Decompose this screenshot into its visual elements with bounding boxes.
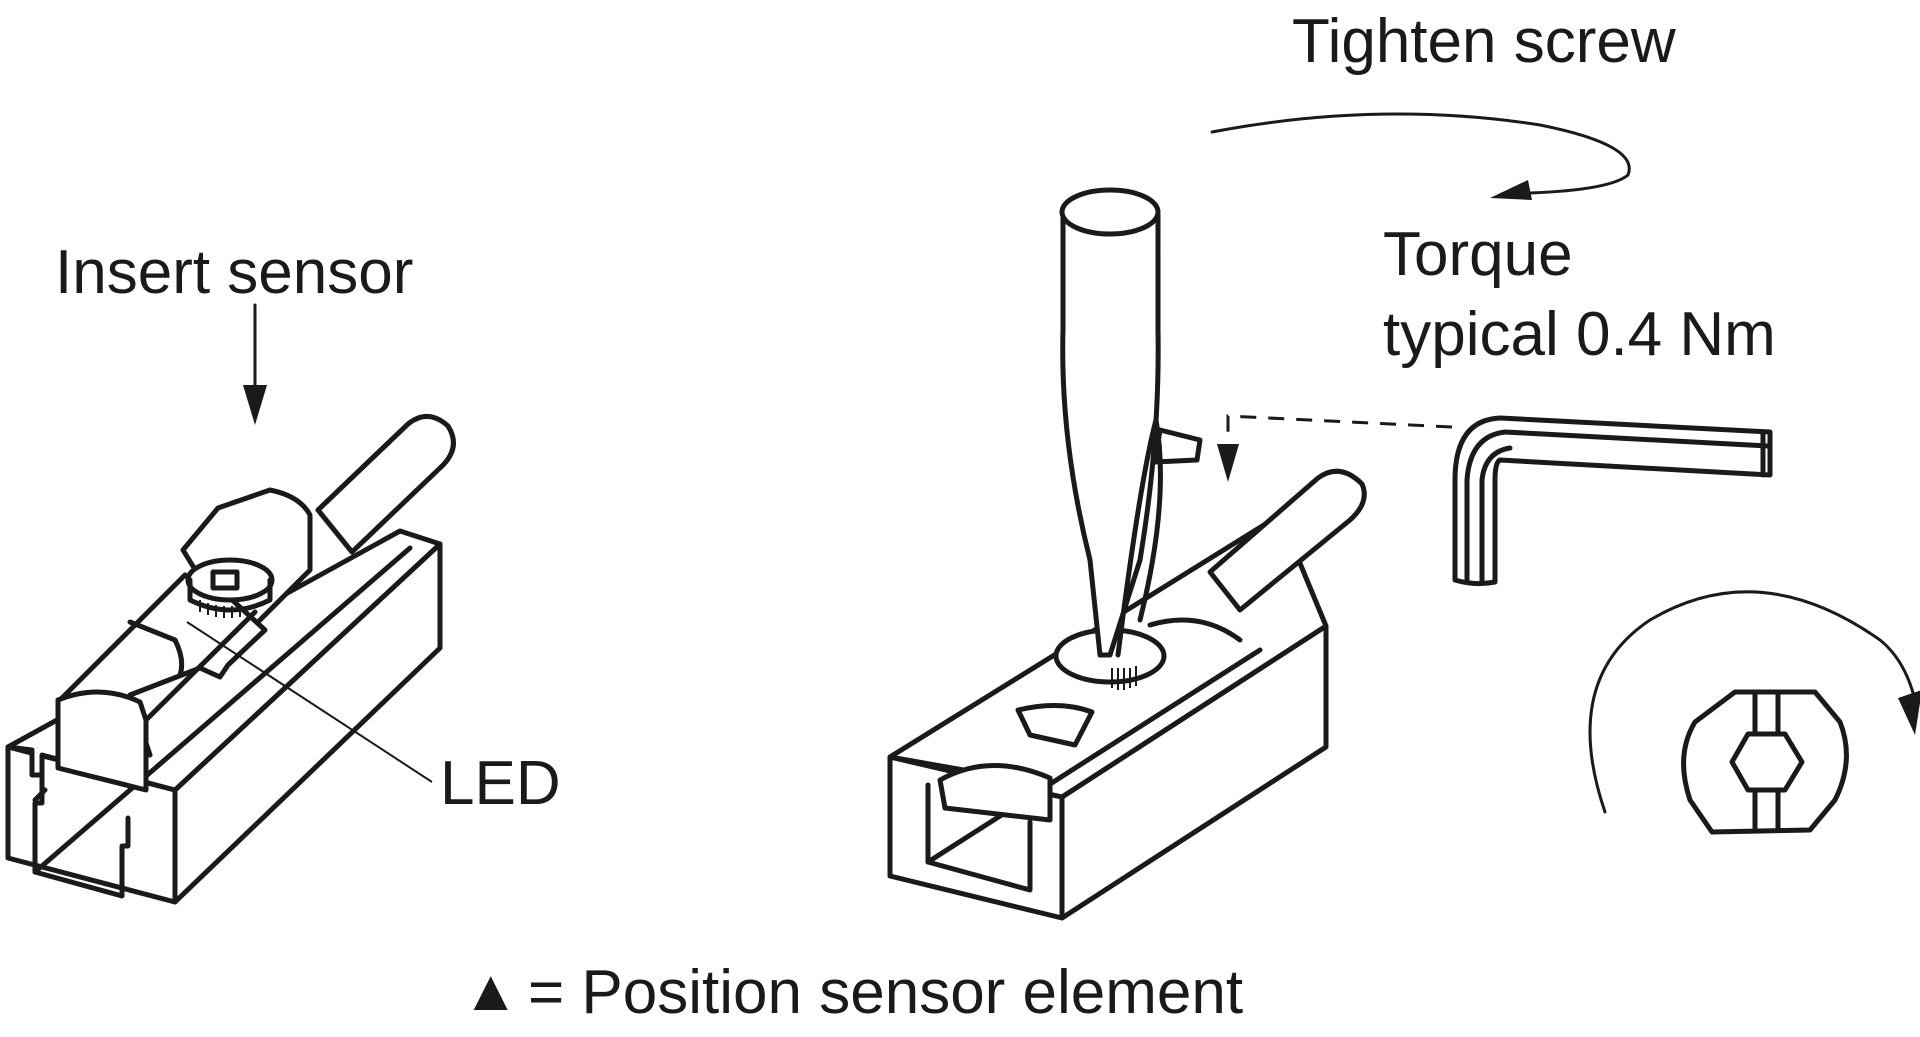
step-torque-detail: Tighten screw Torque typical 0.4 Nm [1210, 7, 1920, 835]
legend-label: = Position sensor element [528, 958, 1243, 1027]
insert-arrow-icon [243, 303, 267, 425]
step-insert-sensor: Insert sensor [5, 238, 561, 905]
step-tighten-screw [887, 187, 1453, 921]
led-callout: LED [186, 621, 561, 818]
screwdriver-icon [1059, 187, 1163, 658]
hex-key-icon [1452, 415, 1773, 587]
sensor-body-center [937, 427, 1243, 823]
screw-head-icon [1681, 689, 1849, 835]
tighten-arrowhead-icon [1490, 180, 1532, 200]
sensor-cable-left [315, 414, 456, 555]
position-sensor-triangle-icon: ▲ [462, 958, 519, 1023]
insert-sensor-label: Insert sensor [55, 238, 413, 307]
clamp-screw-left [185, 557, 275, 618]
legend: ▲ = Position sensor element [462, 958, 1243, 1027]
torque-label: Torque [1383, 220, 1573, 289]
hex-key-guide-arrow [1217, 414, 1453, 482]
torque-value-label: typical 0.4 Nm [1383, 300, 1776, 369]
tighten-rotation-arrow [1210, 112, 1631, 195]
led-label: LED [440, 749, 561, 818]
sensor-cable-center [1207, 468, 1367, 613]
tighten-screw-label: Tighten screw [1292, 7, 1676, 76]
rotation-arrowhead-icon [1898, 690, 1920, 735]
rotation-arrow [1588, 590, 1917, 814]
